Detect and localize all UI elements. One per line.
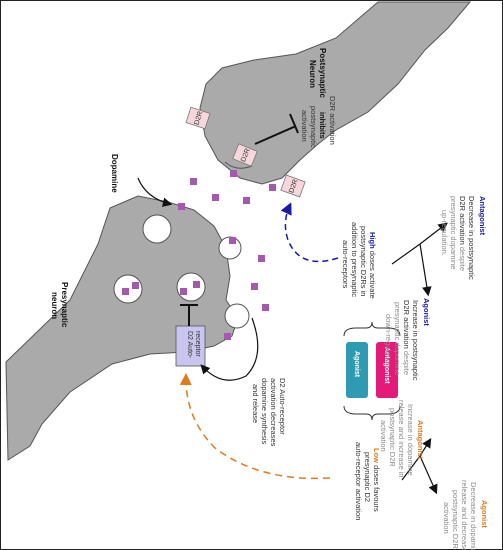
svg-text:down-regulation.: down-regulation. [384, 314, 393, 369]
autoreceptor-effect-text: D2 Auto-receptor activation decreases do… [251, 378, 287, 447]
d2r-inhibition-text: D2R activation inhibits postsynaptic act… [300, 96, 337, 148]
svg-text:Agonist: Agonist [480, 500, 489, 528]
svg-text:and release: and release [251, 384, 260, 423]
d2-autoreceptor: D2 Auto- receptor [175, 325, 206, 367]
low-dose-fork-line-2 [419, 455, 438, 495]
svg-text:D2R activation: D2R activation [328, 96, 337, 145]
svg-text:D2 Auto-: D2 Auto- [186, 331, 193, 359]
svg-text:Decrease in postsynaptic: Decrease in postsynaptic [467, 196, 476, 280]
svg-text:Antagonist: Antagonist [478, 196, 487, 236]
svg-text:postsynaptic D2R: postsynaptic D2R [451, 490, 460, 549]
release-site-top [142, 214, 172, 244]
d2r-receptor-1: D2R [185, 106, 211, 130]
svg-text:D2R: D2R [193, 111, 204, 126]
svg-text:inhibits: inhibits [318, 112, 327, 139]
d2r-receptor-2: D2R [232, 143, 258, 167]
svg-text:Antagonist: Antagonist [383, 347, 390, 384]
autoreceptor-effect-arrow [200, 317, 259, 381]
svg-text:Low doses favours: Low doses favours [372, 448, 381, 512]
svg-text:activation decreases: activation decreases [269, 378, 278, 447]
svg-text:up-regulation.: up-regulation. [440, 210, 449, 256]
high-dose-fork-line-2 [419, 243, 432, 297]
svg-text:Agonist: Agonist [422, 298, 431, 326]
svg-text:postsynaptic: postsynaptic [309, 106, 318, 148]
low-agonist-outcome: Agonist Decrease in dopamine release and… [442, 480, 489, 550]
svg-text:Postsynaptic: Postsynaptic [318, 48, 327, 98]
svg-text:auto-receptors: auto-receptors [341, 240, 350, 289]
svg-text:release and increase in: release and increase in [397, 400, 406, 478]
svg-text:Neuron: Neuron [308, 60, 317, 88]
svg-text:release and decrease in: release and decrease in [460, 480, 469, 550]
svg-text:auto-receptor activation: auto-receptor activation [354, 442, 363, 520]
high-dose-text: High doses activate postsynaptic D2Rs in… [341, 222, 377, 299]
autoreceptor-inhibition-line [180, 304, 198, 326]
svg-text:neuron: neuron [50, 292, 59, 319]
high-antagonist-outcome: Antagonist Decrease in postsynaptic D2R … [440, 196, 487, 280]
svg-text:Presynaptic: Presynaptic [60, 282, 69, 328]
brace-top [343, 321, 401, 337]
svg-text:D2 Auto-receptor: D2 Auto-receptor [278, 378, 287, 435]
svg-text:dopamine synthesis: dopamine synthesis [260, 378, 269, 445]
d2r-inhibition-line [254, 113, 299, 145]
brace-bottom [343, 405, 401, 421]
dopamine-label: Dopamine [110, 154, 119, 193]
svg-text:activation: activation [300, 110, 309, 142]
svg-text:postsynaptic D2Rs in: postsynaptic D2Rs in [359, 226, 368, 296]
svg-text:presynaptic D2: presynaptic D2 [363, 452, 372, 502]
svg-text:Dopamine: Dopamine [110, 154, 119, 193]
high-dose-fork-line [391, 222, 448, 265]
svg-text:High doses activate: High doses activate [368, 232, 377, 299]
svg-text:D2R activation despite: D2R activation despite [402, 300, 411, 375]
svg-text:addition to presynaptic: addition to presynaptic [350, 222, 359, 297]
presynaptic-neuron-label: Presynaptic neuron [50, 282, 69, 328]
svg-text:activation: activation [379, 420, 388, 452]
d2r-receptor-3: D2R [280, 174, 306, 198]
svg-text:presynaptic dopamine: presynaptic dopamine [449, 196, 458, 269]
svg-text:Increase in dopamine: Increase in dopamine [406, 404, 415, 476]
svg-text:D2R: D2R [288, 179, 299, 195]
high-agonist-outcome: Agonist Increase in postsynaptic D2R act… [384, 298, 431, 381]
svg-text:Antagonist: Antagonist [416, 420, 425, 460]
svg-text:receptor: receptor [194, 331, 201, 357]
svg-text:presynaptic dopamine: presynaptic dopamine [393, 302, 402, 375]
dopamine-arrow [137, 177, 173, 207]
antagonist-box: Antagonist [376, 342, 398, 398]
low-dose-text: Low doses favours presynaptic D2 auto-re… [354, 442, 381, 520]
vesicle-right [176, 272, 206, 302]
svg-text:postsynaptic D2R: postsynaptic D2R [388, 408, 397, 467]
svg-text:D2R activation despite: D2R activation despite [458, 196, 467, 271]
svg-text:activation: activation [442, 502, 451, 534]
postsynaptic-neuron-label: Postsynaptic Neuron [308, 48, 327, 98]
release-site-bottom [224, 303, 250, 329]
svg-text:Decrease in dopamine: Decrease in dopamine [469, 482, 478, 550]
svg-text:Agonist: Agonist [353, 351, 360, 378]
high-dose-dashed-arrow [280, 202, 339, 263]
low-dose-dashed-arrow [179, 373, 331, 480]
low-antagonist-outcome: Antagonist Increase in dopamine release … [379, 400, 425, 478]
svg-text:Increase in postsynaptic: Increase in postsynaptic [411, 300, 420, 381]
svg-text:D2R: D2R [240, 148, 252, 164]
agonist-box: Agonist [346, 342, 368, 398]
